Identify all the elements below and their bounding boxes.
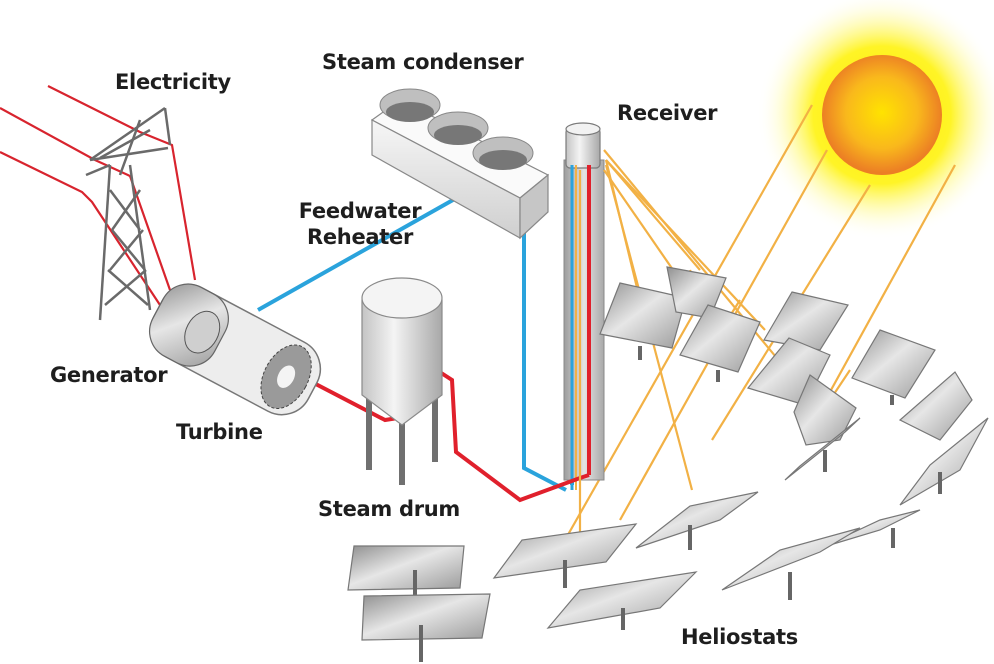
label-electricity: Electricity bbox=[115, 70, 231, 94]
power-lines bbox=[0, 85, 197, 306]
heliostat bbox=[492, 523, 638, 588]
sun-icon bbox=[757, 0, 994, 240]
label-turbine: Turbine bbox=[176, 420, 263, 444]
heliostat bbox=[784, 417, 861, 481]
label-steam-condenser: Steam condenser bbox=[322, 50, 524, 74]
heliostat bbox=[361, 593, 491, 662]
heliostat bbox=[347, 545, 465, 598]
heliostat bbox=[679, 304, 761, 382]
steam-drum bbox=[361, 277, 443, 485]
heliostats bbox=[347, 266, 989, 662]
label-generator: Generator bbox=[50, 363, 168, 387]
heliostat bbox=[793, 374, 857, 446]
label-feedwater-reheater: Feedwater Reheater bbox=[290, 198, 430, 250]
label-heliostats: Heliostats bbox=[681, 625, 798, 649]
receiver-tower bbox=[563, 122, 605, 490]
steam-condenser bbox=[370, 88, 550, 240]
pylon-icon bbox=[85, 106, 172, 321]
heliostat bbox=[546, 571, 698, 630]
heliostat bbox=[599, 282, 687, 360]
generator-turbine bbox=[149, 283, 322, 416]
heliostat bbox=[721, 527, 861, 600]
heliostat bbox=[635, 491, 759, 550]
heliostat bbox=[898, 371, 973, 441]
label-receiver: Receiver bbox=[617, 101, 718, 125]
label-feedwater: Feedwater bbox=[298, 199, 422, 223]
heliostat bbox=[763, 291, 849, 351]
heliostat bbox=[851, 329, 936, 405]
heliostat bbox=[899, 417, 989, 506]
label-steam-drum: Steam drum bbox=[318, 497, 460, 521]
label-reheater: Reheater bbox=[306, 225, 413, 249]
